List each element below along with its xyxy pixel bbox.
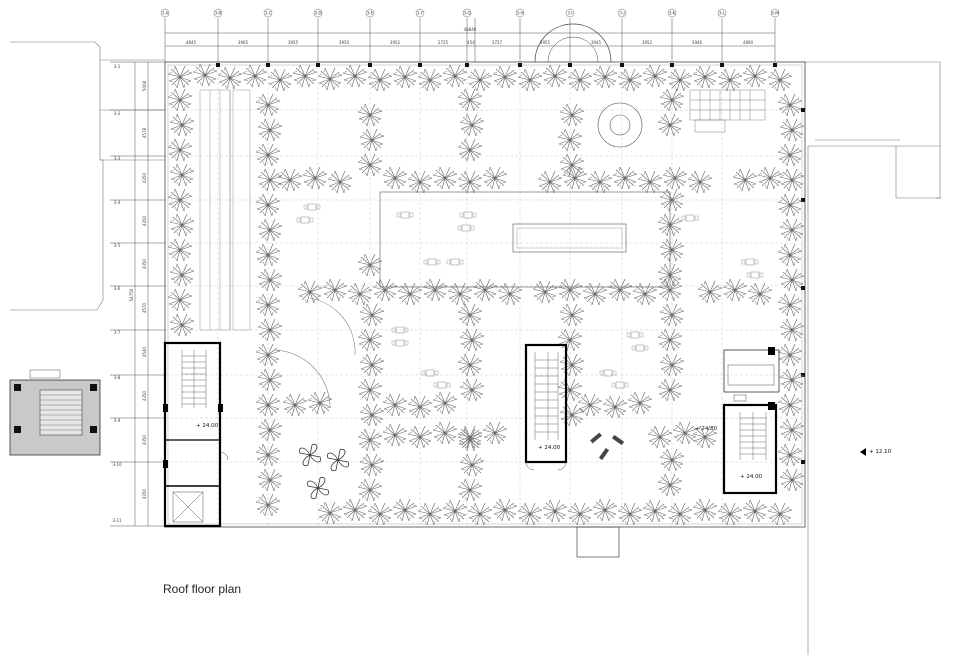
row-span-dim-5: 4350 [142, 258, 147, 269]
grid-label-col-8: 3-H [517, 11, 524, 16]
overall-height-dimension: 54750 [129, 288, 134, 301]
windmill-sculptures [298, 443, 350, 500]
row-span-dim-7: 4540 [142, 346, 147, 357]
center-stair-core: + 24.00 [524, 343, 568, 471]
level-marker-outside: + 12.10 [869, 449, 892, 455]
span-dim-13: 4890 [743, 40, 754, 45]
grid-label-col-12: 3-L [719, 11, 726, 16]
row-span-dim-4: 4350 [142, 215, 147, 226]
row-span-dim-3: 4350 [142, 172, 147, 183]
level-marker-left-stair: + 24.00 [196, 423, 219, 429]
span-dim-11: 3952 [642, 40, 653, 45]
span-dim-7: 454 [467, 40, 475, 45]
sun-loungers [590, 432, 625, 461]
top-dimension-chain [164, 18, 776, 62]
grid-label-row-1: 3-1 [114, 64, 121, 69]
drawing-title: Roof floor plan [163, 582, 242, 596]
paved-deck-top-right [689, 89, 766, 133]
curved-walkway [274, 297, 356, 406]
grid-label-col-10: 3-J [619, 11, 624, 16]
row-span-dim-6: 4570 [142, 302, 147, 313]
grid-label-col-11: 3-K [669, 11, 676, 16]
span-dim-6: 2725 [438, 40, 449, 45]
row-span-dim-2: 4578 [142, 127, 147, 138]
grid-label-row-11: 3-11 [112, 518, 122, 523]
grid-label-col-13: 3-M [771, 11, 779, 16]
grid-label-col-9: 3-I [567, 11, 572, 16]
central-pavilion [379, 191, 671, 288]
grid-label-row-10: 3-10 [112, 462, 122, 467]
grid-label-row-4: 3-4 [114, 200, 121, 205]
structural-grid [165, 62, 805, 527]
right-adjacent-building [805, 61, 941, 655]
level-marker-center-stair: + 24.00 [538, 445, 561, 451]
span-dim-4: 3950 [339, 40, 350, 45]
span-dim-3: 3955 [288, 40, 299, 45]
span-dim-12: 3946 [692, 40, 703, 45]
span-dim-10: 3945 [591, 40, 602, 45]
span-dim-8: 3727 [492, 40, 503, 45]
grid-label-col-4: 3-D [314, 11, 321, 16]
span-dim-1: 4845 [186, 40, 197, 45]
level-marker-right-stair: + 24.00 [740, 474, 763, 480]
grid-label-col-2: 3-B [215, 11, 222, 16]
grid-label-row-6: 3-6 [114, 286, 121, 291]
grid-label-col-1: 3-A [162, 11, 169, 16]
level-marker-right-upper: + 24.80 [695, 426, 718, 432]
top-grid-labels: 3-A 3-B 3-C 3-D 3-E 3-F 3-G 3-H 3-I 3-J … [160, 8, 779, 45]
grid-label-row-7: 3-7 [114, 330, 121, 335]
span-dim-2: 3965 [238, 40, 249, 45]
span-dim-5: 3952 [390, 40, 401, 45]
row-span-dim-10: 4350 [142, 488, 147, 499]
palm-planting-beds [167, 63, 805, 526]
grid-label-col-5: 3-E [367, 11, 374, 16]
right-stair-core: + 24.80 + 24.00 [695, 347, 780, 495]
left-seating-rows [199, 89, 251, 331]
grid-label-row-8: 3-8 [114, 375, 121, 380]
left-grid-labels: 3-1 3-2 3-3 3-4 3-5 3-6 3-7 3-8 3-9 3-10… [112, 64, 147, 523]
structural-columns [216, 63, 805, 464]
grid-label-row-5: 3-5 [114, 243, 121, 248]
grid-label-col-6: 3-F [417, 11, 424, 16]
span-dim-9: 3955 [540, 40, 551, 45]
overall-width-dimension: 48840 [464, 27, 477, 32]
row-span-dim-9: 4350 [142, 434, 147, 445]
left-stair-core: + 24.00 [163, 341, 229, 528]
row-span-dim-8: 4350 [142, 390, 147, 401]
circular-planter [597, 102, 643, 148]
grid-label-row-3: 3-3 [114, 156, 121, 161]
left-dimension-chain [110, 61, 165, 527]
row-span-dim-1: 5008 [142, 80, 147, 91]
left-exterior-stair [9, 369, 101, 456]
grid-label-row-2: 3-2 [114, 111, 121, 116]
grid-label-col-3: 3-C [265, 11, 272, 16]
grid-label-row-9: 3-9 [114, 418, 121, 423]
roof-outline [164, 23, 806, 558]
outside-level: + 12.10 [860, 448, 892, 456]
grid-label-col-7: 3-G [463, 11, 470, 16]
